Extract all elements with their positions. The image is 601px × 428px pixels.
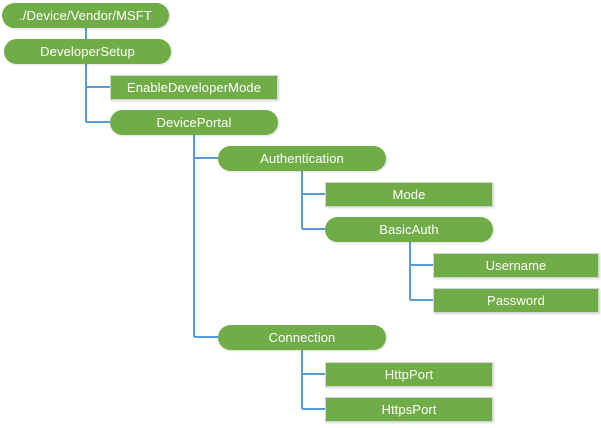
tree-node-label: BasicAuth — [379, 222, 439, 237]
tree-node-label: Mode — [392, 187, 426, 202]
tree-node-httpport[interactable]: HttpPort — [325, 362, 493, 387]
tree-node-label: HttpPort — [384, 367, 434, 382]
tree-node-httpsport[interactable]: HttpsPort — [325, 397, 493, 422]
tree-node-label: EnableDeveloperMode — [126, 80, 262, 95]
tree-node-developersetup[interactable]: DeveloperSetup — [4, 39, 171, 64]
tree-node-label: Username — [485, 258, 547, 273]
tree-node-label: Authentication — [260, 151, 344, 166]
tree-node-mode[interactable]: Mode — [325, 182, 493, 207]
tree-node-label: HttpsPort — [381, 402, 437, 417]
tree-node-root[interactable]: ./Device/Vendor/MSFT — [2, 3, 169, 28]
tree-node-label: Connection — [268, 330, 336, 345]
tree-node-enabledevelopermode[interactable]: EnableDeveloperMode — [110, 75, 278, 100]
tree-node-username[interactable]: Username — [433, 253, 599, 278]
tree-node-label: DevicePortal — [156, 115, 232, 130]
tree-node-basicauth[interactable]: BasicAuth — [325, 217, 493, 242]
tree-node-password[interactable]: Password — [433, 288, 599, 313]
tree-node-deviceportal[interactable]: DevicePortal — [110, 110, 278, 135]
tree-node-label: DeveloperSetup — [40, 44, 135, 59]
tree-node-label: ./Device/Vendor/MSFT — [19, 8, 152, 23]
tree-node-authentication[interactable]: Authentication — [218, 146, 386, 171]
tree-node-label: Password — [487, 293, 545, 308]
tree-node-connection[interactable]: Connection — [218, 325, 386, 350]
